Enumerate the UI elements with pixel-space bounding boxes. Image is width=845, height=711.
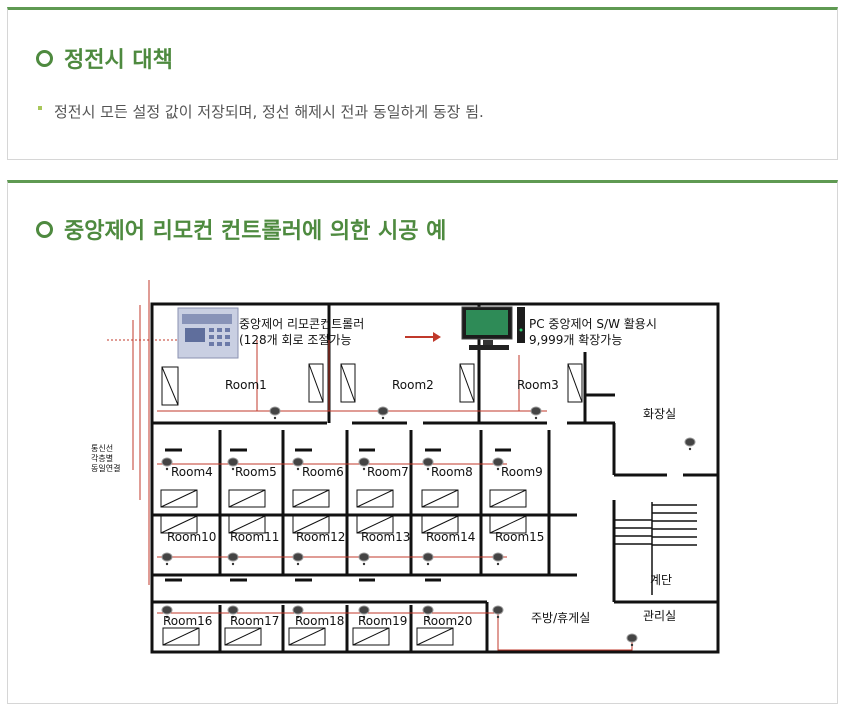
thermostat-icon	[161, 457, 173, 471]
circle-bullet-icon	[36, 220, 53, 238]
desk-icon	[160, 515, 198, 534]
thermostat-icon	[422, 457, 434, 471]
desk-icon	[162, 627, 200, 646]
stairs-symbol	[614, 502, 697, 595]
pc-monitor-icon	[461, 306, 525, 350]
central-remote-controller	[177, 307, 239, 359]
room-label-17: Room17	[230, 614, 279, 628]
pc-label-line2: 9,999개 확장가능	[529, 333, 622, 347]
thermostat-icon	[161, 605, 173, 619]
room-label-7: Room7	[367, 465, 409, 479]
wiring-label-line3: 동일연결	[91, 463, 120, 473]
controller-label-line1: 중앙제어 리모콘컨트롤러	[239, 317, 364, 331]
thermostat-icon	[292, 605, 304, 619]
desk-icon	[228, 489, 266, 508]
installation-example-panel: 중앙제어 리모컨 컨트롤러에 의한 시공 예	[7, 180, 838, 704]
room-label-20: Room20	[423, 614, 472, 628]
office-label: 관리실	[643, 609, 676, 623]
thermostat-icon	[292, 552, 304, 566]
room-label-3: Room3	[517, 378, 559, 392]
room-label-9: Room9	[501, 465, 543, 479]
thermostat-icon	[227, 457, 239, 471]
furniture	[161, 363, 583, 406]
desk-icon	[356, 489, 394, 508]
power-failure-heading: 정전시 대책	[36, 42, 173, 74]
room-thermostats	[161, 406, 696, 647]
thermostat-icon	[684, 437, 696, 451]
thermostat-icon	[492, 457, 504, 471]
room-label-4: Room4	[171, 465, 213, 479]
room-label-5: Room5	[235, 465, 277, 479]
room-label-1: Room1	[225, 378, 267, 392]
thermostat-icon	[227, 605, 239, 619]
thermostat-icon	[492, 552, 504, 566]
room-label-11: Room11	[230, 530, 279, 544]
desk-icon	[224, 627, 262, 646]
power-failure-text: 정전시 모든 설정 값이 저장되며, 정선 해제시 전과 동일하게 동장 됨.	[54, 103, 484, 121]
thermostat-icon	[626, 633, 638, 647]
thermostat-icon	[492, 605, 504, 619]
room-label-13: Room13	[361, 530, 410, 544]
restroom-label: 화장실	[643, 407, 676, 421]
room-label-6: Room6	[302, 465, 344, 479]
power-failure-bullet: 정전시 모든 설정 값이 저장되며, 정선 해제시 전과 동일하게 동장 됨.	[38, 101, 484, 122]
floor-plan-diagram: 중앙제어 리모콘컨트롤러 (128개 회로 조절가능 PC 중앙제어 S/W 활…	[91, 280, 720, 654]
room-label-14: Room14	[426, 530, 475, 544]
external-wiring	[107, 280, 185, 585]
desk-icon	[421, 515, 459, 534]
desk-icon	[288, 627, 326, 646]
desk-icon	[356, 515, 394, 534]
desk-icon	[489, 515, 527, 534]
room-label-12: Room12	[296, 530, 345, 544]
thermostat-icon	[292, 457, 304, 471]
thermostat-icon	[161, 552, 173, 566]
thermostat-icon	[358, 552, 370, 566]
thermostat-icon	[358, 457, 370, 471]
room-label-15: Room15	[495, 530, 544, 544]
room-label-16: Room16	[163, 614, 212, 628]
room-desks	[160, 489, 527, 646]
circle-bullet-icon	[36, 49, 53, 67]
installation-heading: 중앙제어 리모컨 컨트롤러에 의한 시공 예	[36, 213, 446, 245]
thermostat-icon	[269, 406, 281, 420]
thermostat-icon	[227, 552, 239, 566]
power-failure-panel: 정전시 대책 정전시 모든 설정 값이 저장되며, 정선 해제시 전과 동일하게…	[7, 7, 838, 160]
power-failure-title: 정전시 대책	[64, 48, 173, 73]
thermostat-icon	[422, 552, 434, 566]
thermostat-icon	[377, 406, 389, 420]
corridor-marks	[165, 448, 511, 582]
pc-label-line1: PC 중앙제어 S/W 활용시	[529, 317, 657, 331]
stairs-label: 계단	[650, 573, 672, 587]
thermostat-icon	[358, 605, 370, 619]
wiring-label-line1: 통신선	[91, 444, 113, 453]
desk-icon	[228, 515, 266, 534]
thermostat-icon	[530, 406, 542, 420]
desk-icon	[416, 627, 454, 646]
desk-icon	[352, 627, 390, 646]
desk-icon	[489, 489, 527, 508]
thermostat-icon	[422, 605, 434, 619]
room-label-10: Room10	[167, 530, 216, 544]
controller-label-line2: (128개 회로 조절가능	[239, 333, 352, 347]
desk-icon	[160, 489, 198, 508]
square-bullet-icon	[38, 105, 42, 110]
installation-title: 중앙제어 리모컨 컨트롤러에 의한 시공 예	[64, 219, 447, 244]
room-label-2: Room2	[392, 378, 434, 392]
room-label-8: Room8	[431, 465, 473, 479]
room-label-18: Room18	[295, 614, 344, 628]
arrow-right-icon	[405, 332, 441, 342]
kitchen-label: 주방/휴게실	[531, 611, 590, 625]
desk-icon	[421, 489, 459, 508]
wiring-label-line2: 각층별	[91, 453, 113, 463]
desk-icon	[292, 515, 330, 534]
desk-icon	[292, 489, 330, 508]
room-label-19: Room19	[358, 614, 407, 628]
